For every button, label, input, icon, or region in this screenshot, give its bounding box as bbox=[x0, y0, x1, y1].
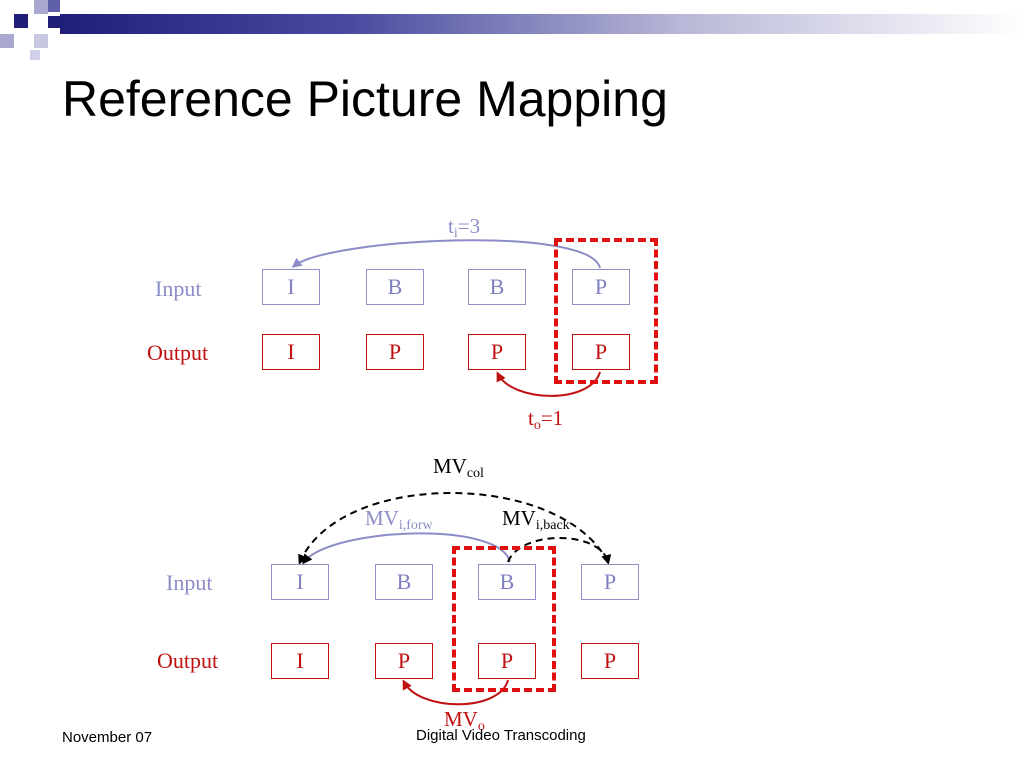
ti-arrow bbox=[291, 239, 601, 269]
bottom-output-frame-2: P bbox=[375, 643, 433, 679]
bottom-output-frame-1: I bbox=[271, 643, 329, 679]
top-input-frame-4: P bbox=[572, 269, 630, 305]
mv-back-arrow bbox=[507, 537, 612, 565]
corner-square-2 bbox=[34, 0, 48, 14]
top-output-frame-2: P bbox=[366, 334, 424, 370]
top-input-frame-1: I bbox=[262, 269, 320, 305]
top-output-label: Output bbox=[147, 340, 209, 365]
mv-forw-label: MVi,forw bbox=[365, 506, 433, 533]
title-bar bbox=[60, 14, 1024, 34]
to-label: to=1 bbox=[528, 406, 564, 433]
slide-title: Reference Picture Mapping bbox=[62, 71, 668, 127]
bottom-output-frame-4: P bbox=[581, 643, 639, 679]
corner-square-5 bbox=[48, 16, 60, 28]
mv-back-label: MVi,back bbox=[502, 506, 570, 533]
top-output-frame-3: P bbox=[468, 334, 526, 370]
bottom-input-frame-2: B bbox=[375, 564, 433, 600]
bottom-input-frame-1: I bbox=[271, 564, 329, 600]
footer-title: Digital Video Transcoding bbox=[416, 727, 586, 744]
ti-label: ti=3 bbox=[448, 214, 481, 241]
bottom-selection-box bbox=[452, 546, 556, 692]
bottom-output-label: Output bbox=[157, 648, 219, 673]
mv-col-label: MVcol bbox=[433, 454, 484, 481]
corner-square-4 bbox=[34, 34, 48, 48]
bottom-input-frame-3: B bbox=[478, 564, 536, 600]
top-input-frame-2: B bbox=[366, 269, 424, 305]
top-output-frame-4: P bbox=[572, 334, 630, 370]
top-input-label: Input bbox=[155, 276, 202, 301]
corner-square-7 bbox=[48, 0, 60, 12]
corner-square-1 bbox=[14, 14, 28, 28]
top-input-frame-3: B bbox=[468, 269, 526, 305]
top-output-frame-1: I bbox=[262, 334, 320, 370]
bottom-output-frame-3: P bbox=[478, 643, 536, 679]
bottom-input-frame-4: P bbox=[581, 564, 639, 600]
mv-col-arrow bbox=[298, 492, 609, 565]
corner-square-6 bbox=[30, 50, 40, 60]
bottom-input-label: Input bbox=[166, 570, 213, 595]
footer-date: November 07 bbox=[62, 729, 153, 746]
mv-o-label: MVo bbox=[444, 707, 485, 734]
corner-square-3 bbox=[0, 34, 14, 48]
top-selection-box bbox=[554, 238, 658, 384]
